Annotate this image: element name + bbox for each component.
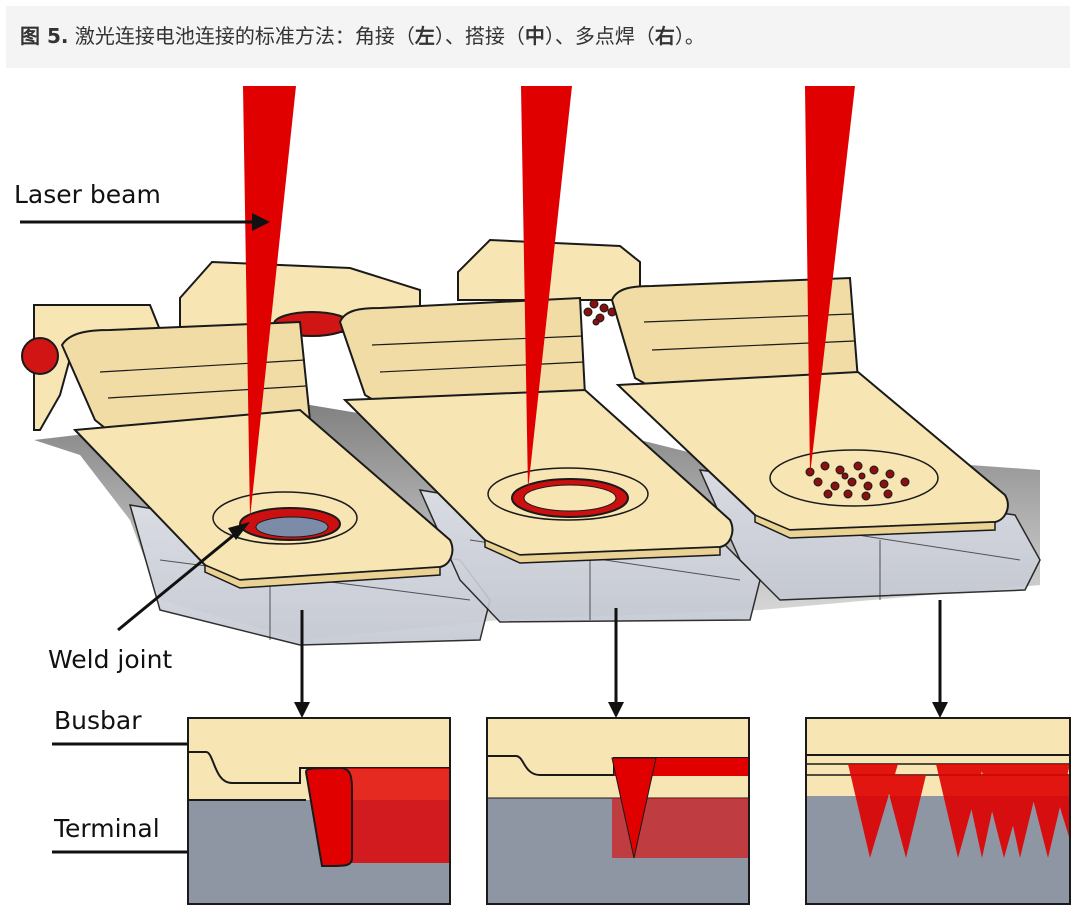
partial-left-weld-ring: [21, 337, 59, 375]
label-weld-joint: Weld joint: [48, 645, 172, 674]
battery-connection-illustration: [21, 86, 1041, 646]
cross-section-lap: [486, 717, 750, 905]
label-terminal: Terminal: [53, 814, 160, 843]
section-middle-frame: [486, 717, 750, 905]
section-middle-busbar-bend: [487, 755, 749, 776]
section-middle-lap-weld: [611, 757, 657, 859]
busbar-left-bend-line-2: [107, 385, 307, 399]
busbar-middle-bend-line: [371, 335, 584, 346]
laser-beam-right: [805, 86, 855, 475]
label-busbar: Busbar: [54, 706, 142, 735]
section-left-frame: [187, 717, 451, 905]
arrowhead-weld-joint: [228, 522, 250, 540]
caption-bold-right: 右: [654, 24, 675, 48]
section-right-frame: [805, 717, 1071, 905]
caption-bar: 图 5. 激光连接电池连接的标准方法：角接（左）、搭接（中）、多点焊（右）。: [6, 6, 1070, 68]
figure-caption: 图 5. 激光连接电池连接的标准方法：角接（左）、搭接（中）、多点焊（右）。: [20, 20, 705, 49]
arrowhead-down-left: [294, 702, 310, 718]
cross-section-fillet: [187, 717, 451, 905]
caption-bold-left: 左: [414, 24, 435, 48]
laser-beam-left: [243, 86, 296, 518]
busbar-left-bend-line: [99, 359, 306, 373]
caption-text-3: ）、多点焊（: [544, 24, 655, 48]
busbar-left-edge: [204, 563, 441, 589]
arrowhead-laser-beam: [252, 213, 270, 231]
caption-text-4: ）。: [674, 24, 705, 48]
caption-text-2: ）、搭接（: [434, 24, 525, 48]
caption-text-1: 激光连接电池连接的标准方法：角接（: [68, 24, 415, 48]
spot-welds-right: [805, 461, 910, 501]
cross-section-multi-spot: [805, 717, 1071, 905]
figure-number: 图 5.: [20, 24, 69, 48]
section-left-busbar-bend: [188, 751, 450, 784]
annotations: Laser beam Weld joint Busbar Terminal: [14, 180, 948, 860]
section-right-spot-welds: [848, 764, 1070, 858]
weld-ring-left-inner: [255, 516, 329, 538]
caption-bold-center: 中: [524, 24, 545, 48]
busbar-middle-bend-line-2: [379, 361, 585, 373]
busbar-right-edge: [754, 513, 996, 539]
laser-beam-middle: [521, 86, 572, 490]
section-left-fillet-weld: [304, 766, 353, 867]
label-laser-beam: Laser beam: [14, 180, 161, 209]
arrow-weld-joint: [117, 528, 241, 632]
arrowhead-down-right: [932, 702, 948, 718]
weld-ring-middle-inner: [523, 484, 617, 512]
arrowhead-down-middle: [608, 702, 624, 718]
partial-left-connector: [33, 304, 162, 431]
busbar-middle-edge: [484, 538, 721, 564]
back-spot-welds: [583, 299, 617, 326]
